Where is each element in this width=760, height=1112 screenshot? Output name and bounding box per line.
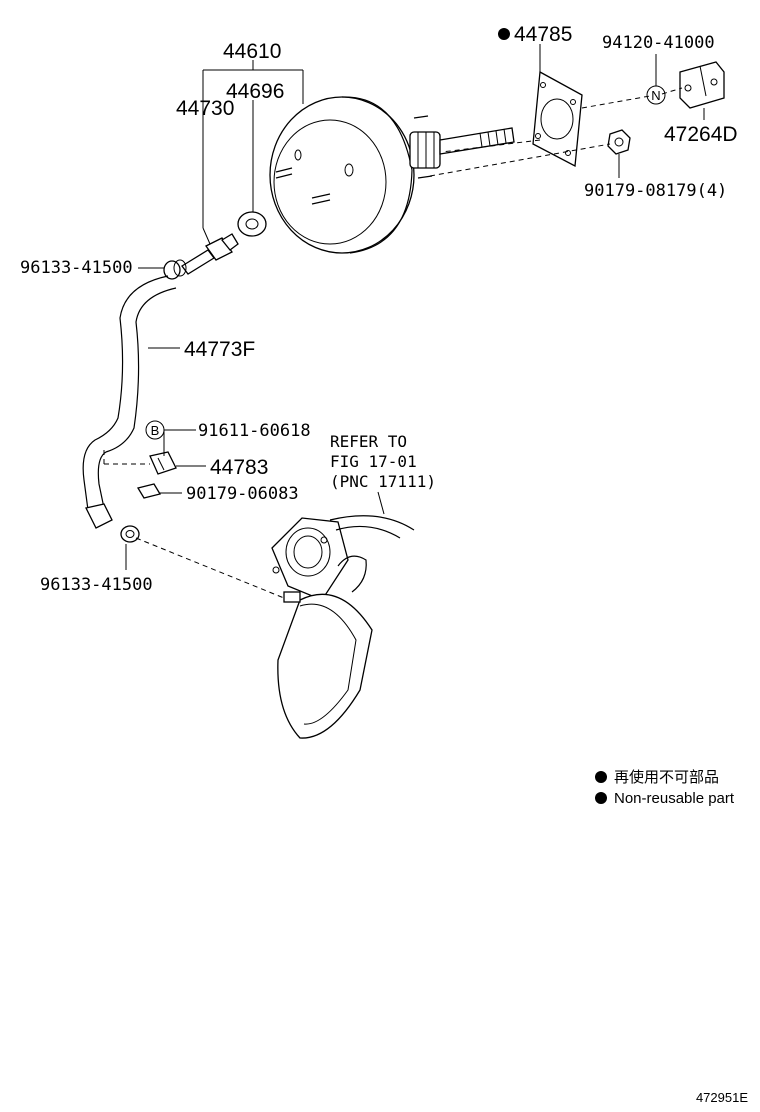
label-44773f: 44773F (184, 338, 255, 361)
label-44730: 44730 (176, 97, 234, 120)
clip-90179-06083 (136, 483, 162, 499)
b-marker: B (145, 420, 165, 440)
refer-note-line1: REFER TO (330, 432, 407, 451)
label-44783: 44783 (210, 456, 268, 479)
n-marker-text: N (651, 88, 660, 103)
label-44610: 44610 (223, 40, 281, 63)
clip-44783 (149, 451, 177, 475)
brake-booster (269, 96, 515, 254)
intake-manifold (271, 515, 415, 739)
legend-dot-japanese (595, 771, 607, 783)
label-90179-06083: 90179-06083 (186, 484, 299, 504)
label-96133-41500-top: 96133-41500 (20, 258, 133, 278)
legend-dot-english (595, 792, 607, 804)
legend-japanese: 再使用不可部品 (614, 769, 719, 786)
check-valve-44730 (181, 233, 239, 275)
label-96133-41500-bottom: 96133-41500 (40, 575, 153, 595)
gasket-44785 (532, 70, 583, 168)
n-marker: N (646, 85, 666, 105)
label-47264d: 47264D (664, 123, 738, 146)
label-90179-08179: 90179-08179(4) (584, 181, 727, 201)
nut-90179-08179 (607, 129, 631, 155)
figure-number: 472951E (696, 1090, 748, 1105)
dashed-assembly-lines (103, 87, 683, 599)
non-reusable-dot-44785 (498, 28, 510, 40)
label-94120-41000: 94120-41000 (602, 33, 715, 53)
leader-lines (125, 44, 705, 570)
vacuum-hose-44773f (82, 275, 177, 529)
bracket-47264d (679, 61, 725, 109)
label-91611-60618: 91611-60618 (198, 421, 311, 441)
clamp-bottom (120, 525, 140, 543)
clamp-top (163, 259, 187, 280)
grommet-44696 (237, 211, 267, 237)
legend-english: Non-reusable part (614, 790, 735, 807)
label-44785: 44785 (514, 23, 572, 46)
b-marker-text: B (151, 423, 160, 438)
refer-note-line3: (PNC 17111) (330, 472, 436, 491)
label-44696: 44696 (226, 80, 284, 103)
refer-note-line2: FIG 17-01 (330, 452, 417, 471)
